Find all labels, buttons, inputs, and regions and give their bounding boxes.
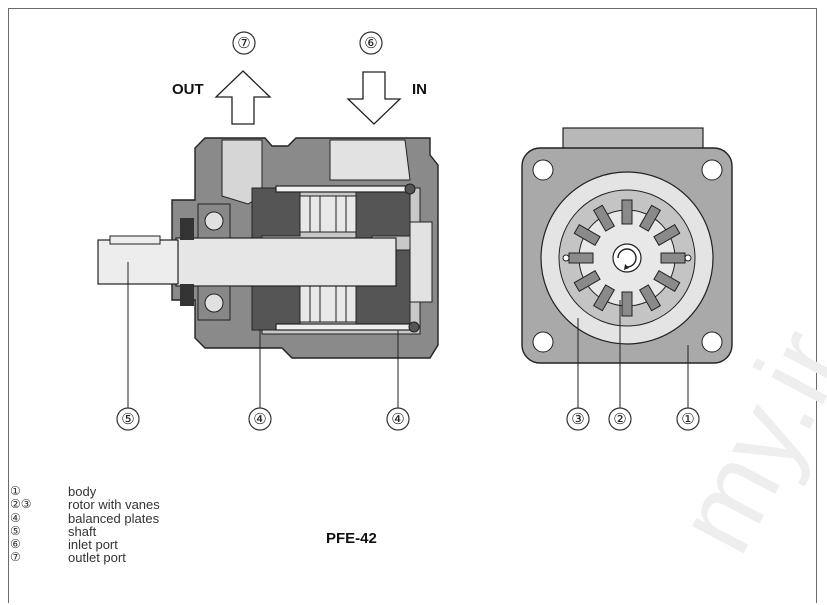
svg-text:②: ② — [613, 410, 626, 428]
svg-text:④: ④ — [391, 410, 404, 428]
callout-plate-left: ④ — [248, 407, 272, 431]
legend-text: outlet port — [68, 550, 126, 566]
callout-shaft: ⑤ — [116, 407, 140, 431]
callout-outlet: ⑦ — [232, 31, 256, 55]
vane — [573, 269, 601, 293]
legend-row: ②③ rotor with vanes — [10, 497, 160, 513]
vane — [592, 284, 616, 312]
vane — [653, 269, 681, 293]
legend-text: rotor with vanes — [68, 497, 160, 513]
legend-row: ⑥ inlet port — [10, 537, 160, 553]
shaft-body — [175, 237, 397, 287]
svg-text:⑦: ⑦ — [237, 34, 250, 52]
legend-symbol: ⑤ — [10, 523, 21, 538]
svg-text:⑤: ⑤ — [121, 410, 134, 428]
svg-text:④: ④ — [253, 410, 266, 428]
legend-symbol: ②③ — [10, 497, 32, 512]
legend-symbol: ① — [10, 484, 21, 498]
vane — [621, 291, 633, 317]
out-label: OUT — [172, 81, 204, 98]
vane — [573, 223, 601, 247]
legend-text: inlet port — [68, 537, 118, 553]
legend-row: ⑦ outlet port — [10, 550, 160, 566]
legend-text: body — [68, 484, 97, 499]
legend-symbol: ④ — [10, 510, 21, 525]
section-view — [97, 137, 439, 359]
in-label: IN — [412, 81, 427, 98]
vane — [638, 204, 662, 232]
vane — [660, 252, 686, 264]
outlet-arrow — [214, 70, 272, 125]
callout-rotor: ② — [608, 407, 632, 431]
vane — [653, 223, 681, 247]
bearing — [197, 203, 231, 321]
callout-vanes: ③ — [566, 407, 590, 431]
diagram-frame — [8, 8, 817, 603]
svg-text:③: ③ — [571, 410, 584, 428]
legend-row: ⑤ shaft — [10, 523, 160, 539]
svg-text:⑥: ⑥ — [364, 34, 377, 52]
legend-symbol: ⑦ — [10, 550, 21, 565]
model-label: PFE-42 — [326, 530, 377, 547]
shaft-end — [97, 239, 179, 285]
vane — [592, 204, 616, 232]
inlet-arrow — [346, 71, 402, 125]
legend-text: balanced plates — [68, 510, 160, 526]
callout-inlet: ⑥ — [359, 31, 383, 55]
front-view — [521, 127, 733, 364]
svg-text:①: ① — [681, 410, 694, 428]
rotor-top — [299, 195, 357, 233]
vane — [621, 199, 633, 225]
legend-row: ④ balanced plates — [10, 510, 160, 526]
front-shaft — [612, 243, 642, 273]
callout-plate-right: ④ — [386, 407, 410, 431]
rotor-bottom — [299, 285, 357, 323]
legend-row: ① body — [10, 484, 160, 499]
vane — [568, 252, 594, 264]
callout-body: ① — [676, 407, 700, 431]
vane — [638, 284, 662, 312]
legend-symbol: ⑥ — [10, 537, 21, 552]
inlet-cavity — [329, 139, 411, 181]
legend-text: shaft — [68, 523, 97, 539]
